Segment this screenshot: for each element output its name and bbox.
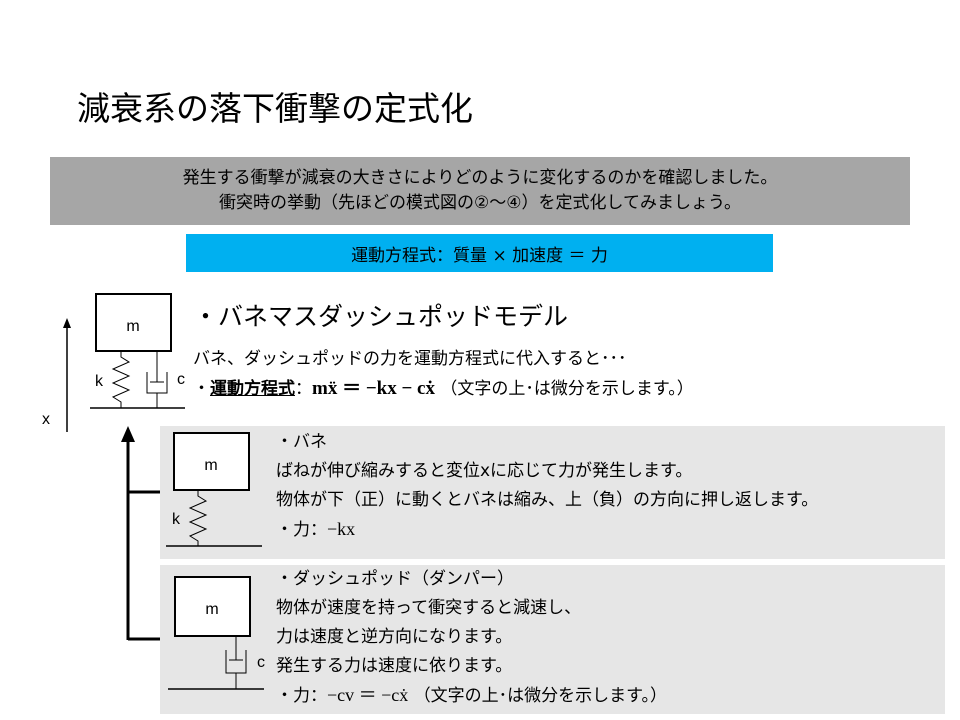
motion-equation-prefix: ・	[193, 379, 210, 399]
spring-force-label: ・力：	[276, 520, 327, 540]
model-description: バネ、ダッシュポッドの力を運動方程式に代入すると･･･	[193, 349, 627, 369]
intro-line-1: 発生する衝撃が減衰の大きさによりどのように変化するのかを確認しました。	[182, 168, 778, 188]
spring-force-math: −kx	[327, 519, 356, 539]
damper-line-1: 物体が速度を持って衝突すると減速し、	[276, 598, 582, 618]
mass-label: m	[126, 318, 139, 335]
spring-panel-text: ・バネ ばねが伸び縮みすると変位xに応じて力が発生します。 物体が下（正）に動く…	[276, 428, 818, 545]
branch-arrowhead	[121, 426, 135, 442]
motion-equation-label: 運動方程式	[210, 379, 295, 399]
damper-force-line: ・力：−cv ＝ −cẋ （文字の上･は微分を示します。）	[276, 681, 667, 711]
intro-line-2: 衝突時の挙動（先ほどの模式図の②～④）を定式化してみましょう。	[219, 193, 741, 213]
damper-panel-text: ・ダッシュポッド（ダンパー） 物体が速度を持って衝突すると減速し、 力は速度と逆…	[276, 565, 667, 711]
damper-panel-mass-label: m	[205, 601, 218, 618]
motion-equation-math: mẍ ＝ −kx − cẋ	[312, 378, 435, 399]
damper-panel-c-label: c	[257, 654, 265, 671]
spring-symbol	[111, 351, 131, 408]
spring-force-line: ・力：−kx	[276, 515, 818, 545]
x-axis-label: x	[42, 411, 50, 428]
damper-line-2: 力は速度と逆方向になります。	[276, 627, 513, 647]
equation-banner: 運動方程式：質量 × 加速度 ＝ 力	[186, 234, 773, 272]
spring-panel-spring	[188, 490, 208, 546]
page-title: 減衰系の落下衝撃の定式化	[77, 89, 473, 128]
damper-force-note: （文字の上･は微分を示します。）	[413, 686, 667, 706]
damper-line-3: 発生する力は速度に依ります。	[276, 656, 513, 676]
spring-panel-mass	[173, 432, 250, 491]
motion-equation-note: （文字の上･は微分を示します。）	[440, 379, 694, 399]
damper-panel-mass	[174, 576, 251, 637]
damper-panel: m c ・ダッシュポッド（ダンパー） 物体が速度を持って衝突すると減速し、 力は…	[160, 565, 945, 714]
mass-block	[95, 293, 172, 352]
damper-panel-damper	[225, 636, 247, 689]
model-title: ・バネマスダッシュポッドモデル	[193, 302, 569, 331]
motion-equation-colon: ：	[295, 379, 312, 399]
damper-heading: ・ダッシュポッド（ダンパー）	[276, 569, 514, 589]
spring-heading: ・バネ	[276, 432, 327, 452]
spring-label: k	[95, 373, 104, 390]
spring-line-1: ばねが伸び縮みすると変位xに応じて力が発生します。	[276, 461, 693, 481]
spring-line-2: 物体が下（正）に動くとバネは縮み、上（負）の方向に押し返します。	[276, 490, 819, 510]
damper-force-label: ・力：	[276, 686, 327, 706]
spring-panel-k-label: k	[172, 511, 181, 528]
damper-panel-diagram: m c	[168, 576, 265, 690]
spring-panel-diagram: m k	[166, 432, 262, 547]
damper-symbol	[146, 351, 168, 408]
branch-connector	[126, 440, 162, 641]
x-axis-arrow	[63, 318, 71, 432]
damper-force-math: −cv ＝ −cẋ	[327, 685, 409, 705]
motion-equation-line: ・運動方程式：mẍ ＝ −kx − cẋ （文字の上･は微分を示します。）	[193, 373, 694, 400]
damper-label: c	[177, 371, 185, 388]
intro-banner: 発生する衝撃が減衰の大きさによりどのように変化するのかを確認しました。 衝突時の…	[50, 157, 910, 225]
spring-panel: m k ・バネ ばねが伸び縮みすると変位xに応じて力が発生します。 物体が下（正…	[160, 426, 945, 559]
spring-panel-mass-label: m	[204, 457, 217, 474]
